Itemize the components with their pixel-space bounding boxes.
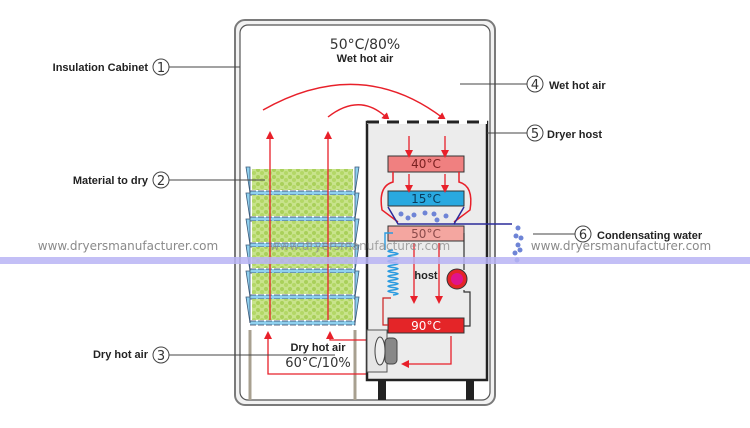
material-layer xyxy=(252,273,353,294)
callout-6: 6 Condensating water xyxy=(533,225,703,243)
bottom-airflow xyxy=(264,331,378,375)
condensate-drops xyxy=(398,210,449,223)
material-layer xyxy=(252,195,353,216)
watermark-band xyxy=(0,257,750,264)
svg-text:Dry hot air: Dry hot air xyxy=(93,349,149,361)
svg-text:15°C: 15°C xyxy=(411,192,441,206)
coil-15c: 15°C xyxy=(380,172,472,223)
condensate-outflow xyxy=(512,225,524,263)
callout-3: Dry hot air 3 xyxy=(93,346,335,364)
coil-50c: 50°C xyxy=(387,225,465,242)
coil-40c: 40°C xyxy=(387,155,465,173)
callout-5: 5 Dryer host xyxy=(487,124,602,142)
svg-text:Insulation Cabinet: Insulation Cabinet xyxy=(53,62,149,74)
bottom-label-text: Dry hot air xyxy=(290,342,346,354)
tray xyxy=(245,270,360,300)
material-rack xyxy=(245,131,360,400)
watermark-left: www.dryersmanufacturer.com xyxy=(38,239,218,253)
top-label-text: Wet hot air xyxy=(337,53,394,65)
svg-text:90°C: 90°C xyxy=(411,319,441,333)
tray xyxy=(245,192,360,222)
svg-text:3: 3 xyxy=(157,349,165,364)
top-condition-text: 50°C/80% xyxy=(330,37,400,53)
callout-2: Material to dry 2 xyxy=(73,171,265,189)
compressor xyxy=(446,233,471,327)
tray xyxy=(245,166,360,196)
svg-text:4: 4 xyxy=(531,78,539,93)
material-layer xyxy=(252,169,353,190)
tray xyxy=(245,296,360,326)
recirculation-arrows xyxy=(262,83,447,121)
coil-90c: 90°C xyxy=(387,317,465,334)
svg-text:6: 6 xyxy=(579,228,587,243)
callout-1: Insulation Cabinet 1 xyxy=(53,58,240,76)
svg-text:Dryer host: Dryer host xyxy=(547,129,602,141)
watermark-center: www.dryersmanufacturer.com xyxy=(270,239,450,253)
svg-text:5: 5 xyxy=(531,127,539,142)
svg-text:Condensating water: Condensating water xyxy=(597,230,703,242)
svg-text:Wet hot air: Wet hot air xyxy=(549,80,606,92)
svg-text:Material to dry: Material to dry xyxy=(73,175,149,187)
internal-airflow xyxy=(401,136,452,368)
bottom-condition-text: 60°C/10% xyxy=(285,356,350,371)
svg-text:1: 1 xyxy=(157,61,165,76)
svg-text:40°C: 40°C xyxy=(411,157,441,171)
material-layer xyxy=(252,299,353,320)
svg-text:50°C: 50°C xyxy=(411,227,441,241)
fan-icon xyxy=(366,329,398,373)
host-label: host xyxy=(414,270,438,282)
watermark-right: www.dryersmanufacturer.com xyxy=(531,239,711,253)
callout-4: 4 Wet hot air xyxy=(460,75,606,93)
svg-text:2: 2 xyxy=(157,174,165,189)
